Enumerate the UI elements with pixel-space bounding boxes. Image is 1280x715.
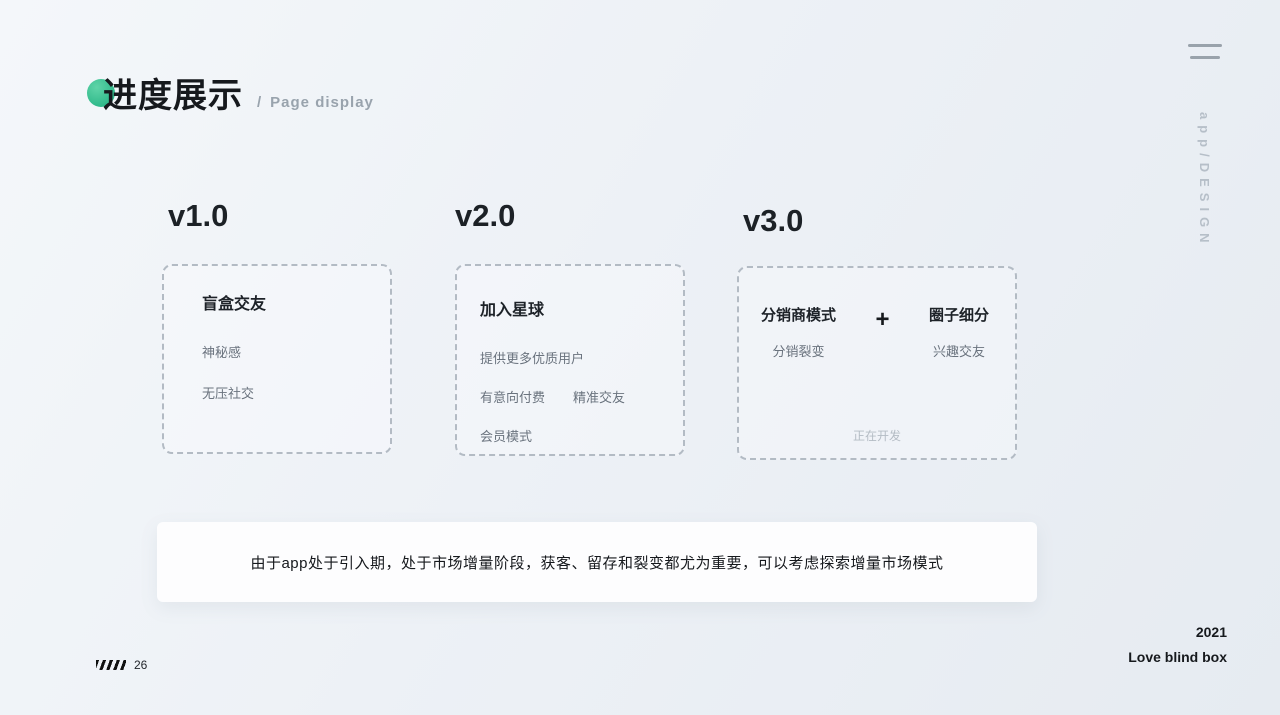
card-v2-item: 会员模式 [480, 429, 533, 444]
plus-icon: + [875, 306, 890, 333]
card-v3-right-col: 圈子细分 兴趣交友 [929, 304, 989, 360]
card-v3-status: 正在开发 [852, 429, 901, 443]
page-title: 进度展示 [103, 77, 243, 115]
footer-brand: Love blind box [1128, 649, 1227, 665]
card-v3-left-heading: 分销商模式 [761, 307, 837, 324]
card-v2-item: 有意向付费 [480, 390, 546, 405]
subtitle-separator: / [257, 94, 263, 111]
subtitle-text: Page display [270, 94, 374, 111]
version-label-v3: v3.0 [743, 203, 804, 238]
accent-dot-icon [87, 79, 115, 107]
menu-line [1190, 56, 1220, 59]
card-v3-row: 分销商模式 分销裂变 + 圈子细分 兴趣交友 [739, 268, 1015, 360]
card-v2-item-row: 有意向付费 精准交友 [480, 387, 665, 406]
card-v1-item: 无压社交 [202, 386, 255, 401]
card-v3-left-col: 分销商模式 分销裂变 [761, 304, 836, 360]
footer-year: 2021 [1195, 624, 1227, 640]
page-subtitle: / Page display [257, 94, 374, 111]
card-v3-right-heading: 圈子细分 [928, 307, 989, 324]
note-banner: 由于app处于引入期，处于市场增量阶段，获客、留存和裂变都尤为重要，可以考虑探索… [157, 522, 1037, 602]
card-v2-heading: 加入星球 [480, 302, 545, 319]
card-v3-left-sub: 分销裂变 [772, 344, 825, 359]
note-text: 由于app处于引入期，处于市场增量阶段，获客、留存和裂变都尤为重要，可以考虑探索… [250, 554, 944, 572]
version-label-v1: v1.0 [168, 198, 229, 233]
card-v1-item: 神秘感 [202, 345, 242, 360]
card-v3: 分销商模式 分销裂变 + 圈子细分 兴趣交友 正在开发 [737, 266, 1017, 460]
card-v2: 加入星球 提供更多优质用户 有意向付费 精准交友 会员模式 [455, 264, 685, 456]
side-vertical-label: app/DESIGN [1197, 112, 1212, 249]
page-number: 26 [134, 658, 148, 672]
footer-right: 2021 Love blind box [1128, 624, 1227, 665]
card-v1: 盲盒交友 神秘感 无压社交 [162, 264, 392, 454]
card-v3-right-sub: 兴趣交友 [932, 344, 985, 359]
menu-lines-icon [1188, 44, 1222, 59]
card-v1-heading: 盲盒交友 [202, 296, 267, 313]
header: 进度展示 / Page display [86, 68, 374, 117]
version-label-v2: v2.0 [455, 198, 516, 233]
card-v2-item: 提供更多优质用户 [480, 351, 585, 366]
menu-line [1188, 44, 1222, 47]
hatch-icon [96, 660, 126, 670]
card-v2-item: 精准交友 [573, 390, 626, 405]
